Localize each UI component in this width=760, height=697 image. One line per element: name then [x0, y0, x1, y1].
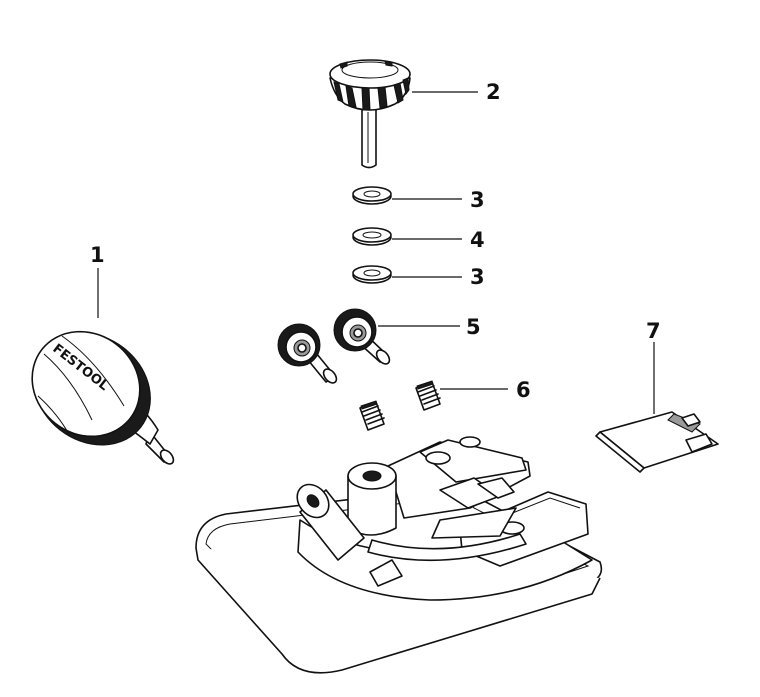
callout-3-top: 3 — [470, 188, 485, 212]
callout-1: 1 — [90, 243, 105, 267]
part-5-knurled-wheel-left — [277, 323, 338, 384]
callout-2: 2 — [486, 80, 501, 104]
base-plate-assembly — [195, 436, 603, 674]
callout-3-bottom: 3 — [470, 265, 485, 289]
callout-5: 5 — [466, 315, 481, 339]
part-2-star-knob — [329, 59, 411, 169]
part-5-knurled-wheel-right — [333, 308, 391, 365]
callout-7: 7 — [646, 319, 661, 343]
part-7-flat-clip — [595, 411, 719, 473]
part-1-festool-knob: FESTOOL — [31, 330, 175, 465]
part-3-washer-bottom — [352, 265, 392, 284]
part-3-washer-top — [352, 186, 392, 205]
part-6-spring-left — [359, 400, 385, 431]
part-6-spring-right — [415, 380, 441, 411]
part-4-washer-middle — [352, 227, 392, 246]
callout-4: 4 — [470, 228, 485, 252]
callout-6: 6 — [516, 378, 531, 402]
